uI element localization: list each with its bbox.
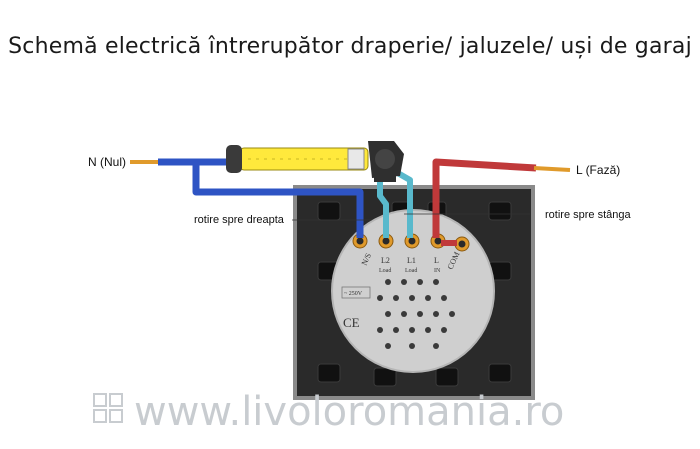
clip-hole: [373, 367, 397, 387]
terminal-label-l1: L1: [407, 256, 416, 265]
motor-end-cap: [226, 145, 242, 173]
rotate-left-label: rotire spre stânga: [545, 209, 631, 221]
phase-label: L (Fază): [576, 163, 620, 177]
watermark-logo-icon: [93, 393, 123, 423]
phase-wire: [432, 158, 571, 246]
terminal-label-l2: L2: [381, 256, 390, 265]
rating-label: ~ 250V: [344, 291, 363, 297]
neutral-wire: [130, 158, 364, 238]
rotate-right-label: rotire spre dreapta: [194, 214, 285, 226]
page-title: Schemă electrică întrerupător draperie/ …: [8, 34, 692, 59]
clip-hole: [488, 363, 512, 383]
neutral-label: N (Nul): [88, 155, 126, 169]
motor-ring: [347, 148, 365, 170]
clip-hole: [317, 201, 341, 221]
vent-holes: [377, 279, 455, 349]
watermark: www.livoloromania.ro: [134, 389, 564, 435]
clip-hole: [488, 201, 512, 221]
rating-box: [341, 286, 371, 299]
clip-hole: [435, 367, 459, 387]
tubular-motor: [226, 141, 404, 182]
terminal-label-l: L: [434, 256, 439, 265]
ce-mark: CE: [343, 315, 360, 330]
terminal-sub-l: IN: [434, 268, 441, 274]
switch-module: N/S L2 Load L1 Load L IN COM ~ 250V CE: [331, 209, 495, 373]
clip-hole: [317, 363, 341, 383]
motor-wires: [377, 169, 413, 238]
terminal-sub-l2: Load: [379, 268, 391, 274]
terminal-sub-l1: Load: [405, 268, 417, 274]
